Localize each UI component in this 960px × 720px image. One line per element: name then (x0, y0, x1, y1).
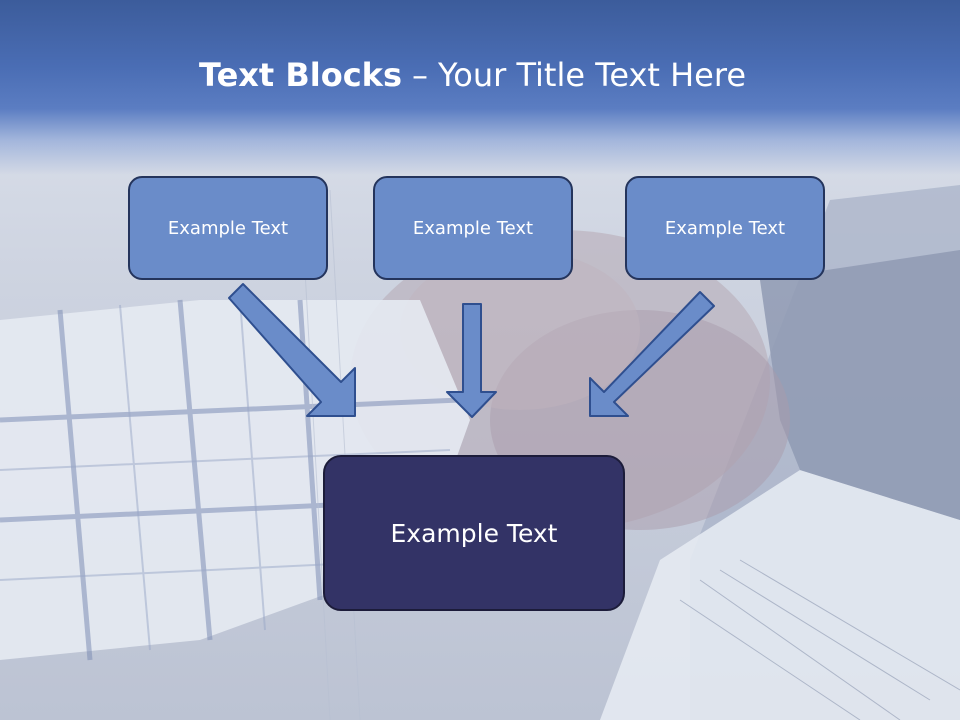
arrow-down-left-icon (589, 291, 715, 417)
text-block-3[interactable]: Example Text (625, 176, 825, 280)
text-block-1[interactable]: Example Text (128, 176, 328, 280)
title-bold-part: Text Blocks (198, 56, 402, 94)
target-text-block-label: Example Text (390, 518, 558, 548)
slide-title: Text Blocks–Your Title Text Here (0, 52, 945, 98)
target-text-block[interactable]: Example Text (323, 455, 625, 611)
text-block-2-label: Example Text (412, 217, 534, 239)
text-block-3-label: Example Text (664, 217, 786, 239)
arrow-down-icon (446, 303, 497, 418)
title-dash: – (411, 56, 428, 94)
title-text: Your Title Text Here (437, 56, 746, 94)
arrow-down-right-icon (228, 283, 356, 417)
text-block-2[interactable]: Example Text (373, 176, 573, 280)
header-band (0, 0, 960, 175)
text-block-1-label: Example Text (167, 217, 289, 239)
